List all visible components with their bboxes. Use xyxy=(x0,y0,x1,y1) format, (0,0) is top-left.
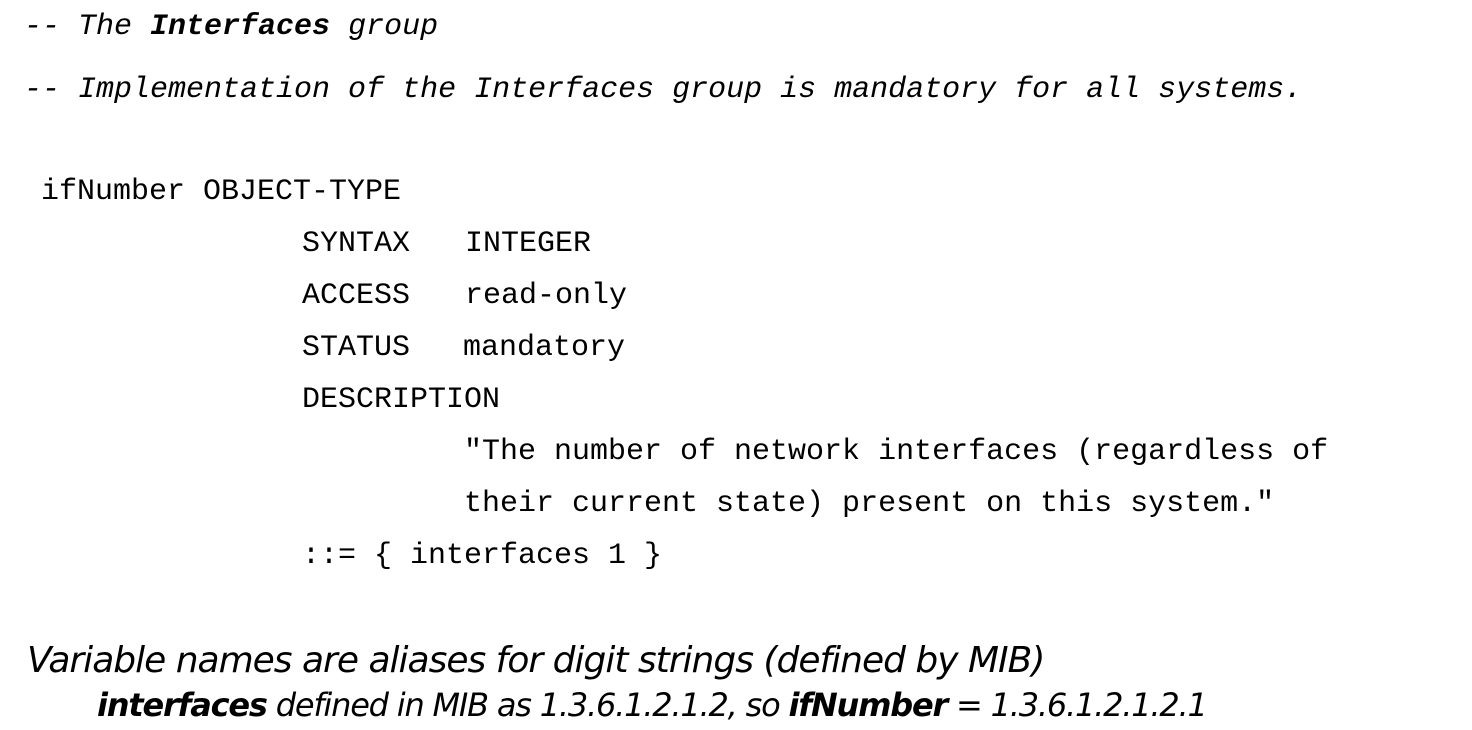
note-bold-ifnumber: ifNumber xyxy=(788,686,948,724)
note-mid: defined in MIB as 1.3.6.1.2.1.2, so xyxy=(266,686,789,724)
access-key: ACCESS xyxy=(302,279,411,313)
description-line-1: "The number of network interfaces (regar… xyxy=(464,435,1329,469)
comment-suffix: group xyxy=(330,10,439,44)
description-line-2: their current state) present on this sys… xyxy=(464,487,1275,521)
status-value: mandatory xyxy=(463,331,626,365)
comment-prefix: -- The xyxy=(24,10,151,44)
access-value: read-only xyxy=(465,279,628,313)
note-detail: interfaces defined in MIB as 1.3.6.1.2.1… xyxy=(97,686,1208,724)
status-key: STATUS xyxy=(302,331,411,365)
note-bold-interfaces: interfaces xyxy=(97,686,268,724)
description-key: DESCRIPTION xyxy=(302,383,501,417)
oid-assignment: ::= { interfaces 1 } xyxy=(302,539,663,573)
object-type-header: ifNumber OBJECT-TYPE xyxy=(41,175,402,209)
comment-mandatory-note: -- Implementation of the Interfaces grou… xyxy=(24,73,1303,107)
syntax-value: INTEGER xyxy=(465,227,592,261)
note-heading: Variable names are aliases for digit str… xyxy=(27,640,1045,681)
note-end: = 1.3.6.1.2.1.2.1 xyxy=(947,686,1208,724)
comment-group-name: Interfaces xyxy=(150,10,331,44)
syntax-key: SYNTAX xyxy=(302,227,411,261)
comment-group-title: -- The Interfaces group xyxy=(24,12,438,42)
